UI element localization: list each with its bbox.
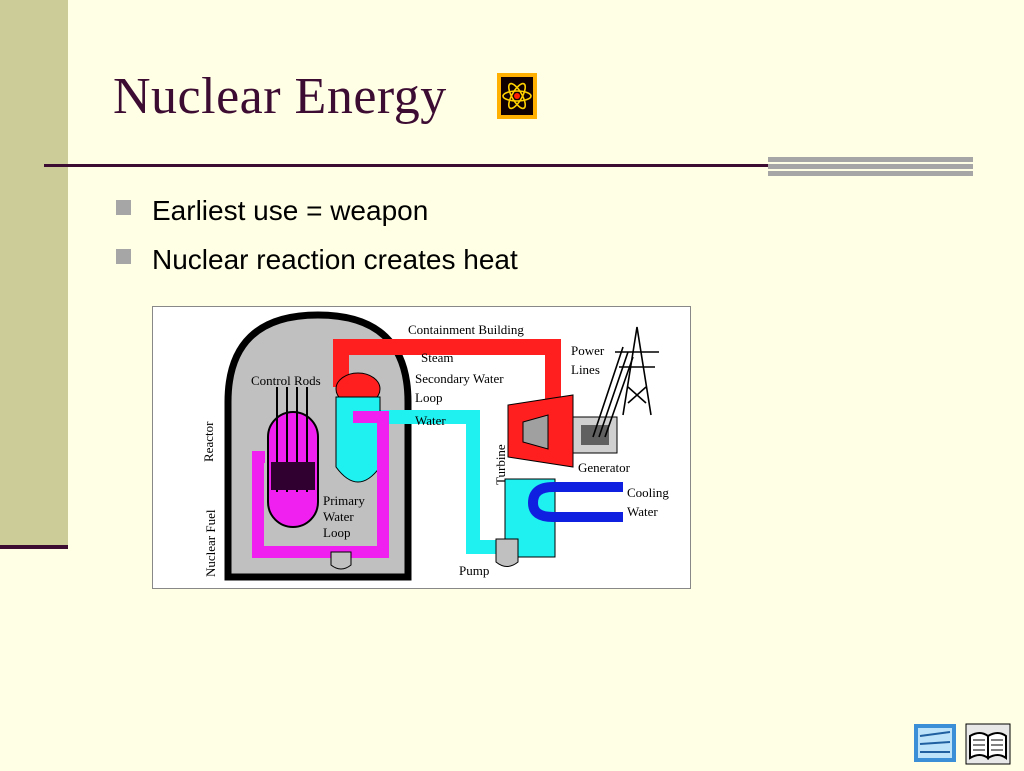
bullet-text: Nuclear reaction creates heat bbox=[152, 244, 518, 275]
title-accent-bar bbox=[768, 157, 973, 179]
label-reactor: Reactor bbox=[201, 421, 216, 462]
power-tower bbox=[592, 326, 659, 438]
slide-title: Nuclear Energy bbox=[113, 68, 447, 125]
bullet-text: Earliest use = weapon bbox=[152, 195, 429, 226]
label-turbine: Turbine bbox=[493, 444, 508, 485]
label-secondary-loop: Loop bbox=[415, 390, 442, 405]
cooling-loop bbox=[527, 482, 623, 522]
nav-icons bbox=[914, 722, 1014, 766]
label-generator: Generator bbox=[578, 460, 631, 475]
bullet-item: Nuclear reaction creates heat bbox=[116, 235, 518, 284]
primary-loop bbox=[252, 411, 389, 558]
book-icon[interactable] bbox=[965, 723, 1011, 765]
atom-icon bbox=[497, 73, 537, 119]
label-secondary-water: Secondary Water bbox=[415, 371, 504, 386]
left-band-underline bbox=[0, 545, 68, 549]
label-steam: Steam bbox=[421, 350, 454, 365]
label-nuclear-fuel: Nuclear Fuel bbox=[203, 509, 218, 577]
pump-shape bbox=[330, 551, 352, 570]
label-cooling: Cooling bbox=[627, 485, 669, 500]
steam-pipe bbox=[333, 339, 561, 417]
label-primary: Primary bbox=[323, 493, 365, 508]
label-containment-building: Containment Building bbox=[408, 322, 524, 337]
label-primary-water: Water bbox=[323, 509, 354, 524]
bullet-item: Earliest use = weapon bbox=[116, 186, 518, 235]
label-pump: Pump bbox=[459, 563, 489, 578]
left-side-band bbox=[0, 0, 68, 548]
map-icon[interactable] bbox=[914, 724, 956, 762]
title-divider bbox=[44, 164, 964, 167]
label-cooling-water: Water bbox=[627, 504, 658, 519]
bullet-square-icon bbox=[116, 249, 131, 264]
label-control-rods: Control Rods bbox=[251, 373, 321, 388]
fuel-rods bbox=[271, 462, 315, 490]
label-water: Water bbox=[415, 413, 446, 428]
bullet-square-icon bbox=[116, 200, 131, 215]
label-lines: Lines bbox=[571, 362, 600, 377]
nuclear-plant-diagram: Containment Building Steam Secondary Wat… bbox=[152, 306, 691, 589]
label-power: Power bbox=[571, 343, 605, 358]
label-primary-loop: Loop bbox=[323, 525, 350, 540]
bullet-list: Earliest use = weapon Nuclear reaction c… bbox=[116, 186, 518, 284]
